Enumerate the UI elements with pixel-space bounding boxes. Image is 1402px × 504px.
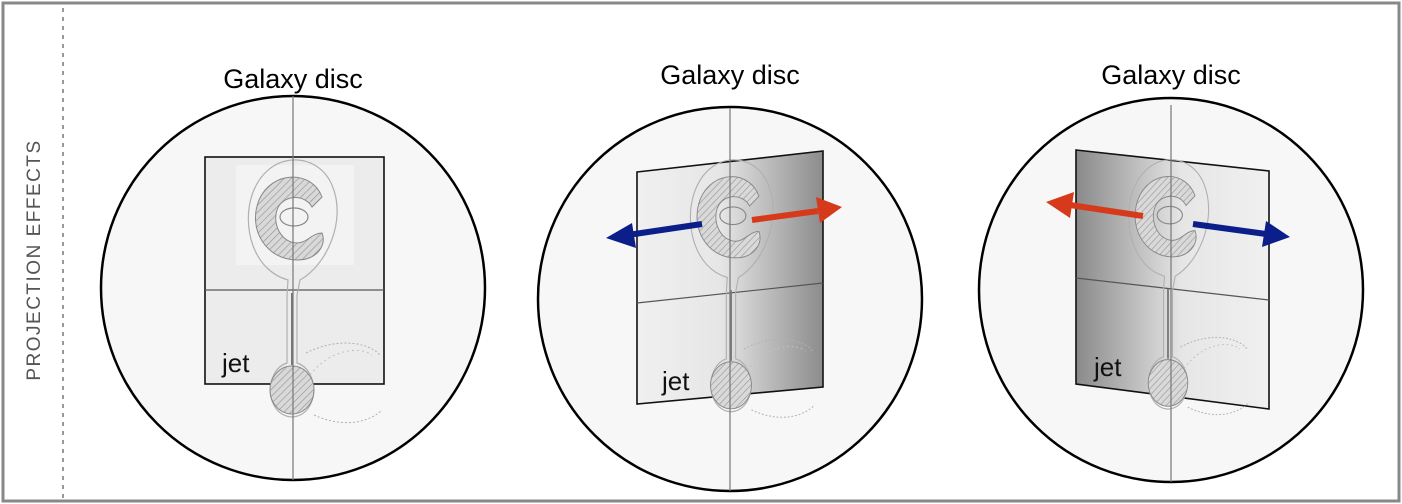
panel-title: Galaxy disc <box>660 60 800 90</box>
panel-2: Galaxy disc jet <box>536 60 924 493</box>
blue-arrow <box>606 221 703 248</box>
panel-title: Galaxy disc <box>223 64 363 94</box>
jet-plane: jet <box>1075 149 1270 416</box>
side-label: PROJECTION EFFECTS <box>18 100 52 420</box>
side-label-text: PROJECTION EFFECTS <box>24 139 45 381</box>
plane-label: jet <box>1093 352 1122 382</box>
panel-title: Galaxy disc <box>1101 60 1241 90</box>
blue-arrow <box>1192 221 1290 247</box>
panel-1: Galaxy disc jet <box>99 64 487 482</box>
red-arrow <box>751 197 842 223</box>
panel-3: Galaxy disc jet <box>977 60 1365 484</box>
red-arrow <box>1046 192 1144 219</box>
plane-label: jet <box>661 366 690 396</box>
plane-label: jet <box>221 348 250 378</box>
jet-plane: jet <box>204 156 385 424</box>
